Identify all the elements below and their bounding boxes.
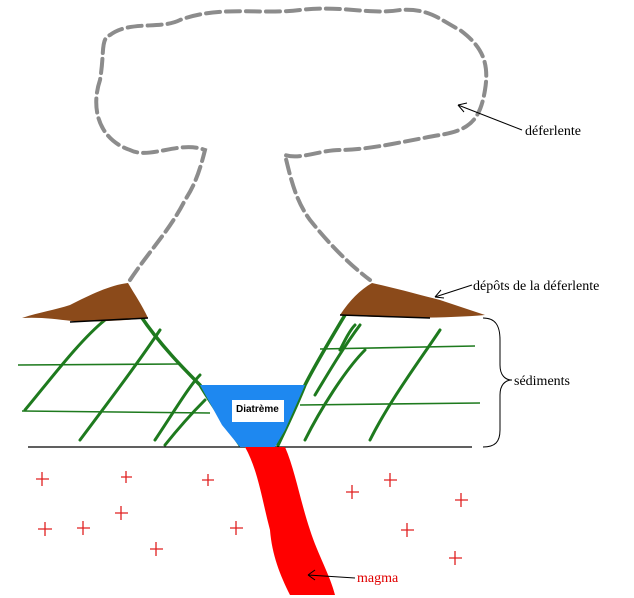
sediments-brace <box>482 317 513 448</box>
label-sediments: sédiments <box>514 374 570 389</box>
diatreme-label: Diatrème <box>236 404 279 415</box>
plus-sign-marks <box>36 471 468 565</box>
label-deposits: dépôts de la déferlente <box>473 279 599 294</box>
sediment-diagonal-strokes <box>23 318 442 447</box>
deposit-left-base <box>69 317 149 323</box>
deposit-right-base <box>339 314 431 319</box>
magma-conduit <box>245 447 335 595</box>
arrow-deposits <box>434 284 473 299</box>
label-cloud: déferlente <box>525 124 581 139</box>
deposit-left <box>22 283 148 322</box>
arrow-cloud <box>457 102 523 131</box>
eruption-cloud-outline <box>94 6 489 282</box>
diatreme-label-box <box>232 400 284 422</box>
deposit-right <box>340 283 485 318</box>
arrow-magma <box>307 569 356 581</box>
label-magma: magma <box>357 571 399 586</box>
